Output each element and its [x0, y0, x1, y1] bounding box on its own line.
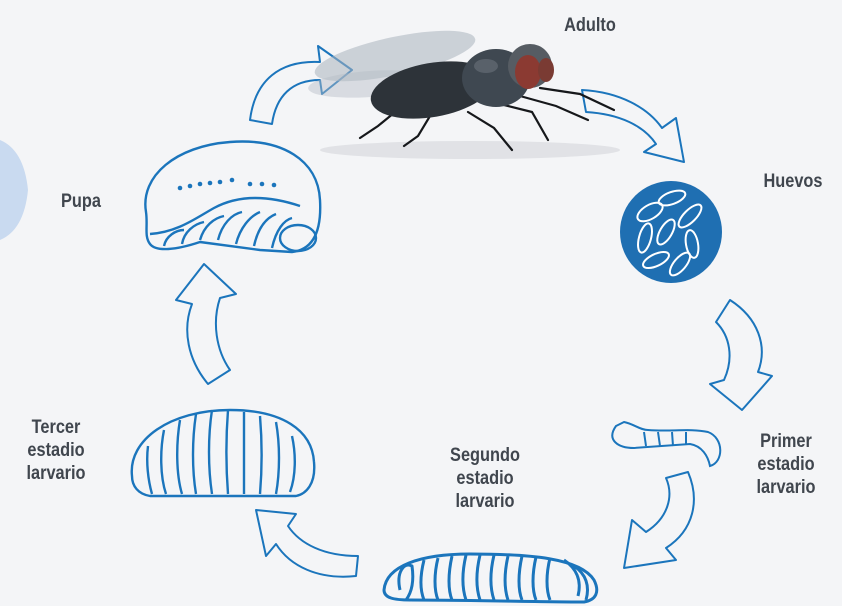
pupa-icon	[145, 142, 320, 252]
stage-label-pupa-line-1: Pupa	[42, 190, 119, 213]
stage-label-tercer-line-1: Tercer	[8, 416, 104, 439]
third-instar-larva-icon	[132, 410, 315, 496]
stage-label-adulto: Adulto	[547, 14, 633, 37]
stage-label-primer-estadio: Primer estadio larvario	[738, 430, 834, 499]
stage-label-segundo-line-1: Segundo	[429, 444, 541, 467]
side-tab	[0, 140, 28, 240]
stage-label-huevos: Huevos	[746, 170, 841, 193]
first-instar-larva-icon	[612, 422, 720, 466]
eggs-icon	[620, 181, 722, 283]
arrow-primer-to-segundo	[624, 472, 694, 568]
stage-label-segundo-line-3: larvario	[429, 490, 541, 513]
stage-label-pupa: Pupa	[42, 190, 119, 213]
stage-label-tercer-estadio: Tercer estadio larvario	[8, 416, 104, 485]
arrow-huevos-to-primer	[710, 300, 772, 410]
stage-label-primer-line-1: Primer	[738, 430, 834, 453]
stage-label-primer-line-2: estadio	[738, 453, 834, 476]
arrow-segundo-to-tercer	[256, 510, 358, 577]
second-instar-larva-icon	[384, 554, 597, 602]
stage-label-huevos-line-1: Huevos	[746, 170, 841, 193]
stage-label-segundo-estadio: Segundo estadio larvario	[429, 444, 541, 513]
stage-label-adulto-line-1: Adulto	[547, 14, 633, 37]
adult-fly-icon	[307, 20, 620, 159]
stage-label-segundo-line-2: estadio	[429, 467, 541, 490]
stage-label-tercer-line-2: estadio	[8, 439, 104, 462]
arrow-tercer-to-pupa	[176, 264, 236, 384]
stage-label-tercer-line-3: larvario	[8, 462, 104, 485]
stage-label-primer-line-3: larvario	[738, 476, 834, 499]
